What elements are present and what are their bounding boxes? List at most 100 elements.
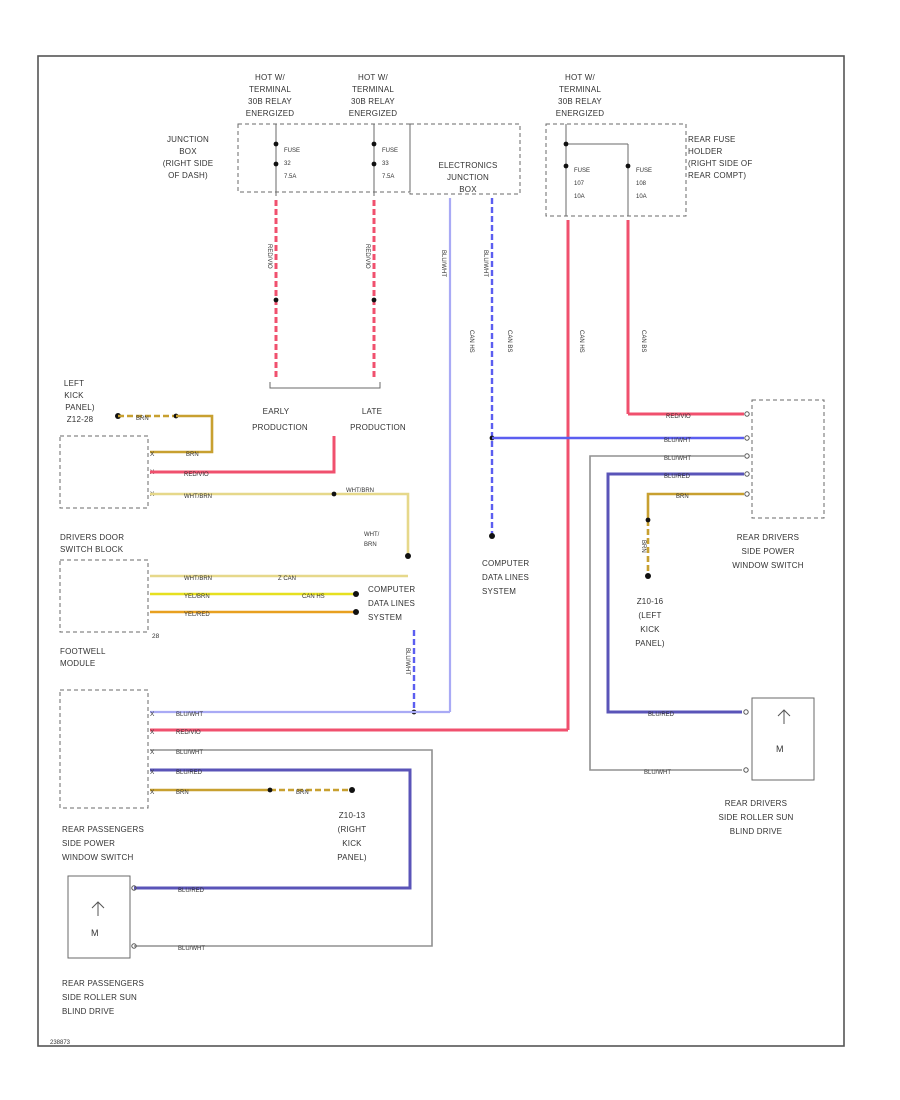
wire-label-rear-blind1: BLU/RED [648,712,675,718]
rear-drivers-blind-label: REAR DRIVERS SIDE ROLLER SUN BLIND DRIVE [718,799,793,836]
wire-grey-rp-blind [134,749,433,947]
fuse-33-label-1: FUSE [382,148,398,154]
fuse-107-label-3: 10A [574,194,585,200]
left-kick-line-2: KICK [64,391,84,400]
rds-line-2: SIDE POWER [741,547,794,556]
fuse-32-bottom-dot [273,161,279,167]
fuse-108-label-1: FUSE [636,168,652,174]
wire-label-rear-red: RED/VIO [666,414,691,420]
junction-box-label-line-4: OF DASH) [168,171,208,180]
wire-wht-brn-ds [150,492,410,556]
rear-passengers-blind-drive [67,875,131,959]
fuse-108-label-3: 10A [636,194,647,200]
z1016-line-1: Z10-16 [637,597,664,606]
ejb-label-line-2: JUNCTION [447,173,489,182]
footwell-module [59,559,149,633]
footwell-line-2: MODULE [60,659,95,668]
rear-drivers-switch-label: REAR DRIVERS SIDE POWER WINDOW SWITCH [732,533,803,570]
fuse-108-label-2: 108 [636,181,647,187]
can-label-ejb-1: CAN HS [468,330,474,353]
z1016-line-2: (LEFT [638,611,661,620]
wire-red-late-production [150,436,336,474]
junction-box-label-line-2: BOX [179,147,197,156]
fuse-108: FUSE 108 10A [625,163,652,200]
wire-label-whtbrn-right: WHT/BRN [346,488,374,494]
computer2-line-2: DATA LINES [482,573,529,582]
wire-label-brn-lk: BRN [136,416,149,422]
hot-label-2-line-2: TERMINAL [352,85,394,94]
wire-label-fuse33: RED/VIO [364,244,370,269]
electronics-junction-box-outline [409,123,521,195]
left-kick-line-1: LEFT [64,379,84,388]
early-line-2: PRODUCTION [252,423,308,432]
rpb-line-3: BLIND DRIVE [62,1007,114,1016]
fuse-33-label-2: 33 [382,161,389,167]
wire-label-rear-blu2: BLU/WHT [664,456,691,462]
hot-label-3-line-2: TERMINAL [559,85,601,94]
pin-label-28: 28 [152,633,160,640]
wire-label-can-fw: CAN HS [302,594,325,600]
hot-label-2: HOT W/ TERMINAL 30B RELAY ENERGIZED [349,73,397,118]
rpb-line-2: SIDE ROLLER SUN [62,993,137,1002]
rp-pin-5: X [150,789,155,796]
rp-pin-3: X [150,749,155,756]
wire-brn-z1016 [646,492,744,520]
computer-data-lines-label-1: COMPUTER DATA LINES SYSTEM [368,585,415,622]
rdb-line-3: BLIND DRIVE [730,827,782,836]
hot-label-1-line-4: ENERGIZED [246,109,294,118]
wire-label-rp-blind1: BLU/RED [178,888,205,894]
can-label-fuse107: CAN HS [578,330,584,353]
wire-label-fuse32: RED/VIO [266,244,272,269]
rdb-line-2: SIDE ROLLER SUN [718,813,793,822]
fuse-33: FUSE 33 7.5A [371,124,398,196]
drivers-door-label: DRIVERS DOOR SWITCH BLOCK [60,533,124,554]
z1013-line-1: Z10-13 [339,811,366,820]
production-bracket [269,382,381,389]
rear-drivers-window-switch [751,399,825,519]
wire-label-rear-blu1: BLU/WHT [664,438,691,444]
fuse-32-label-3: 7.5A [284,174,296,180]
wire-label-rp-brn: BRN [176,790,189,796]
hot-label-2-line-1: HOT W/ [358,73,389,82]
wire-label-rear-blured: BLU/RED [664,474,691,480]
z1016-line-3: KICK [640,625,660,634]
drivers-door-switch-block [59,435,149,509]
wire-label-ejb-2: BLU/WHT [482,250,488,277]
electronics-junction-box-label: ELECTRONICS JUNCTION BOX [438,161,497,194]
wire-grey-rear-blind [589,455,744,771]
computer2-line-3: SYSTEM [482,587,516,596]
wire-label-whtbrn-2b: BRN [364,542,377,548]
footwell-label: FOOTWELL MODULE [60,647,106,668]
wire-label-rp-bluwht2: BLU/WHT [176,750,203,756]
rpb-line-1: REAR PASSENGERS [62,979,144,988]
wire-label-ejb-1: BLU/WHT [440,250,446,277]
wire-label-brn-z1016: BRN [640,540,646,553]
late-production-label: LATE PRODUCTION [350,407,406,432]
fuse-33-bottom-dot [371,161,377,167]
fuse-107: FUSE 107 10A [563,141,590,200]
footer-code: 238873 [50,1040,71,1046]
wire-label-yelred: YEL/RED [184,612,210,618]
wire-label-brn-rear: BRN [676,494,689,500]
rps-line-1: REAR PASSENGERS [62,825,144,834]
rp-pin-2: X [150,729,155,736]
rear-fuse-holder-outline [545,123,687,217]
wire-label-brn-ds: BRN [186,452,199,458]
early-production-label: EARLY PRODUCTION [252,407,308,432]
fuse-32-label-2: 32 [284,161,291,167]
wire-label-rp-redvio: RED/VIO [176,730,201,736]
rds-line-3: WINDOW SWITCH [732,561,803,570]
footwell-line-1: FOOTWELL [60,647,106,656]
z1013-line-2: (RIGHT [338,825,367,834]
computer-data-lines-label-2: COMPUTER DATA LINES SYSTEM [482,559,529,596]
drivers-door-line-2: SWITCH BLOCK [60,545,124,554]
fuse-32-top-dot [273,141,279,147]
wire-label-yelbrn: YEL/BRN [184,594,210,600]
rps-line-3: WINDOW SWITCH [62,853,133,862]
left-kick-label: LEFT KICK PANEL) Z12-28 [64,379,95,424]
late-line-2: PRODUCTION [350,423,406,432]
hot-label-1-line-3: 30B RELAY [248,97,292,106]
junction-box-label-line-1: JUNCTION [167,135,209,144]
hot-label-2-line-3: 30B RELAY [351,97,395,106]
